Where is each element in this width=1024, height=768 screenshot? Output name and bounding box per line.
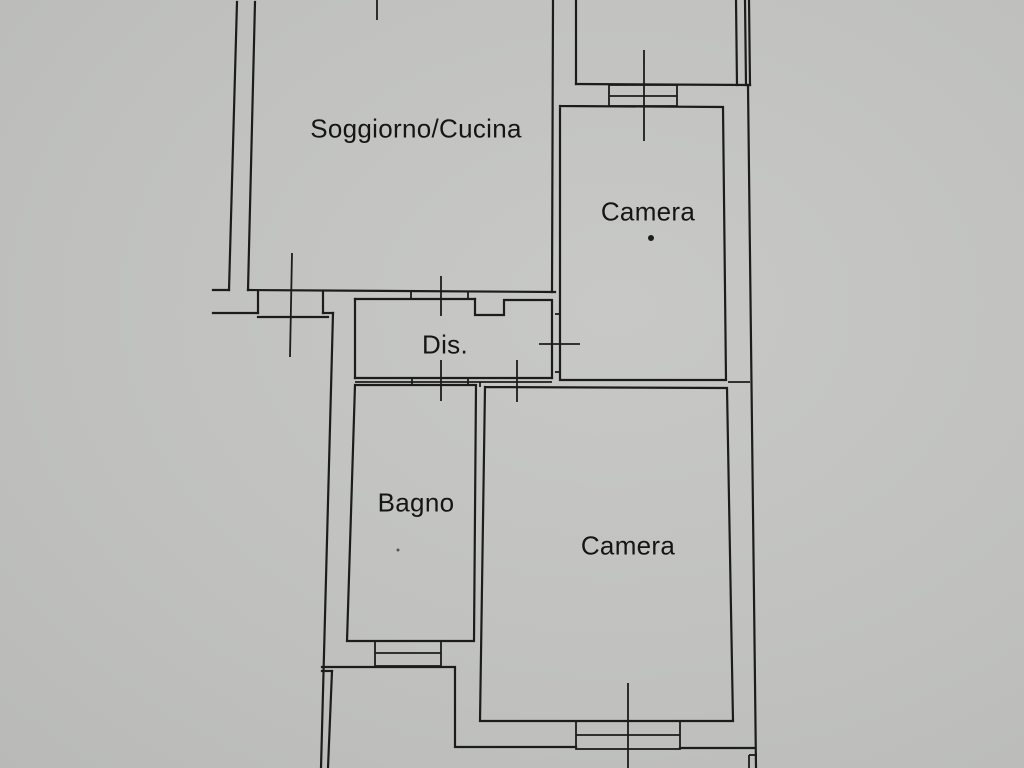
dot-marker-small [396, 548, 400, 552]
door-symbol-soggiorno [289, 252, 293, 358]
room-bagno-outline [345, 360, 552, 643]
room-bottom-left-outline [320, 665, 757, 768]
room-disimpegno-outline [353, 276, 580, 380]
room-label-bagno: Bagno [377, 487, 455, 518]
window-camera-2 [575, 683, 681, 768]
dot-marker [648, 235, 654, 241]
room-label-camera-1: Camera [600, 196, 696, 227]
room-label-camera-2: Camera [580, 530, 676, 561]
room-soggiorno-outline [376, 0, 555, 294]
room-camera-2-outline [478, 360, 750, 723]
room-label-soggiorno: Soggiorno/Cucina [310, 113, 522, 144]
room-label-disimpegno: Dis. [422, 329, 468, 360]
window-camera-1-top [608, 50, 678, 141]
window-bagno [374, 640, 442, 667]
outer-left-wall [211, 0, 557, 768]
outer-right-wall [746, 83, 758, 768]
room-top-right-outline [574, 0, 752, 87]
room-camera-1-outline [558, 104, 728, 382]
